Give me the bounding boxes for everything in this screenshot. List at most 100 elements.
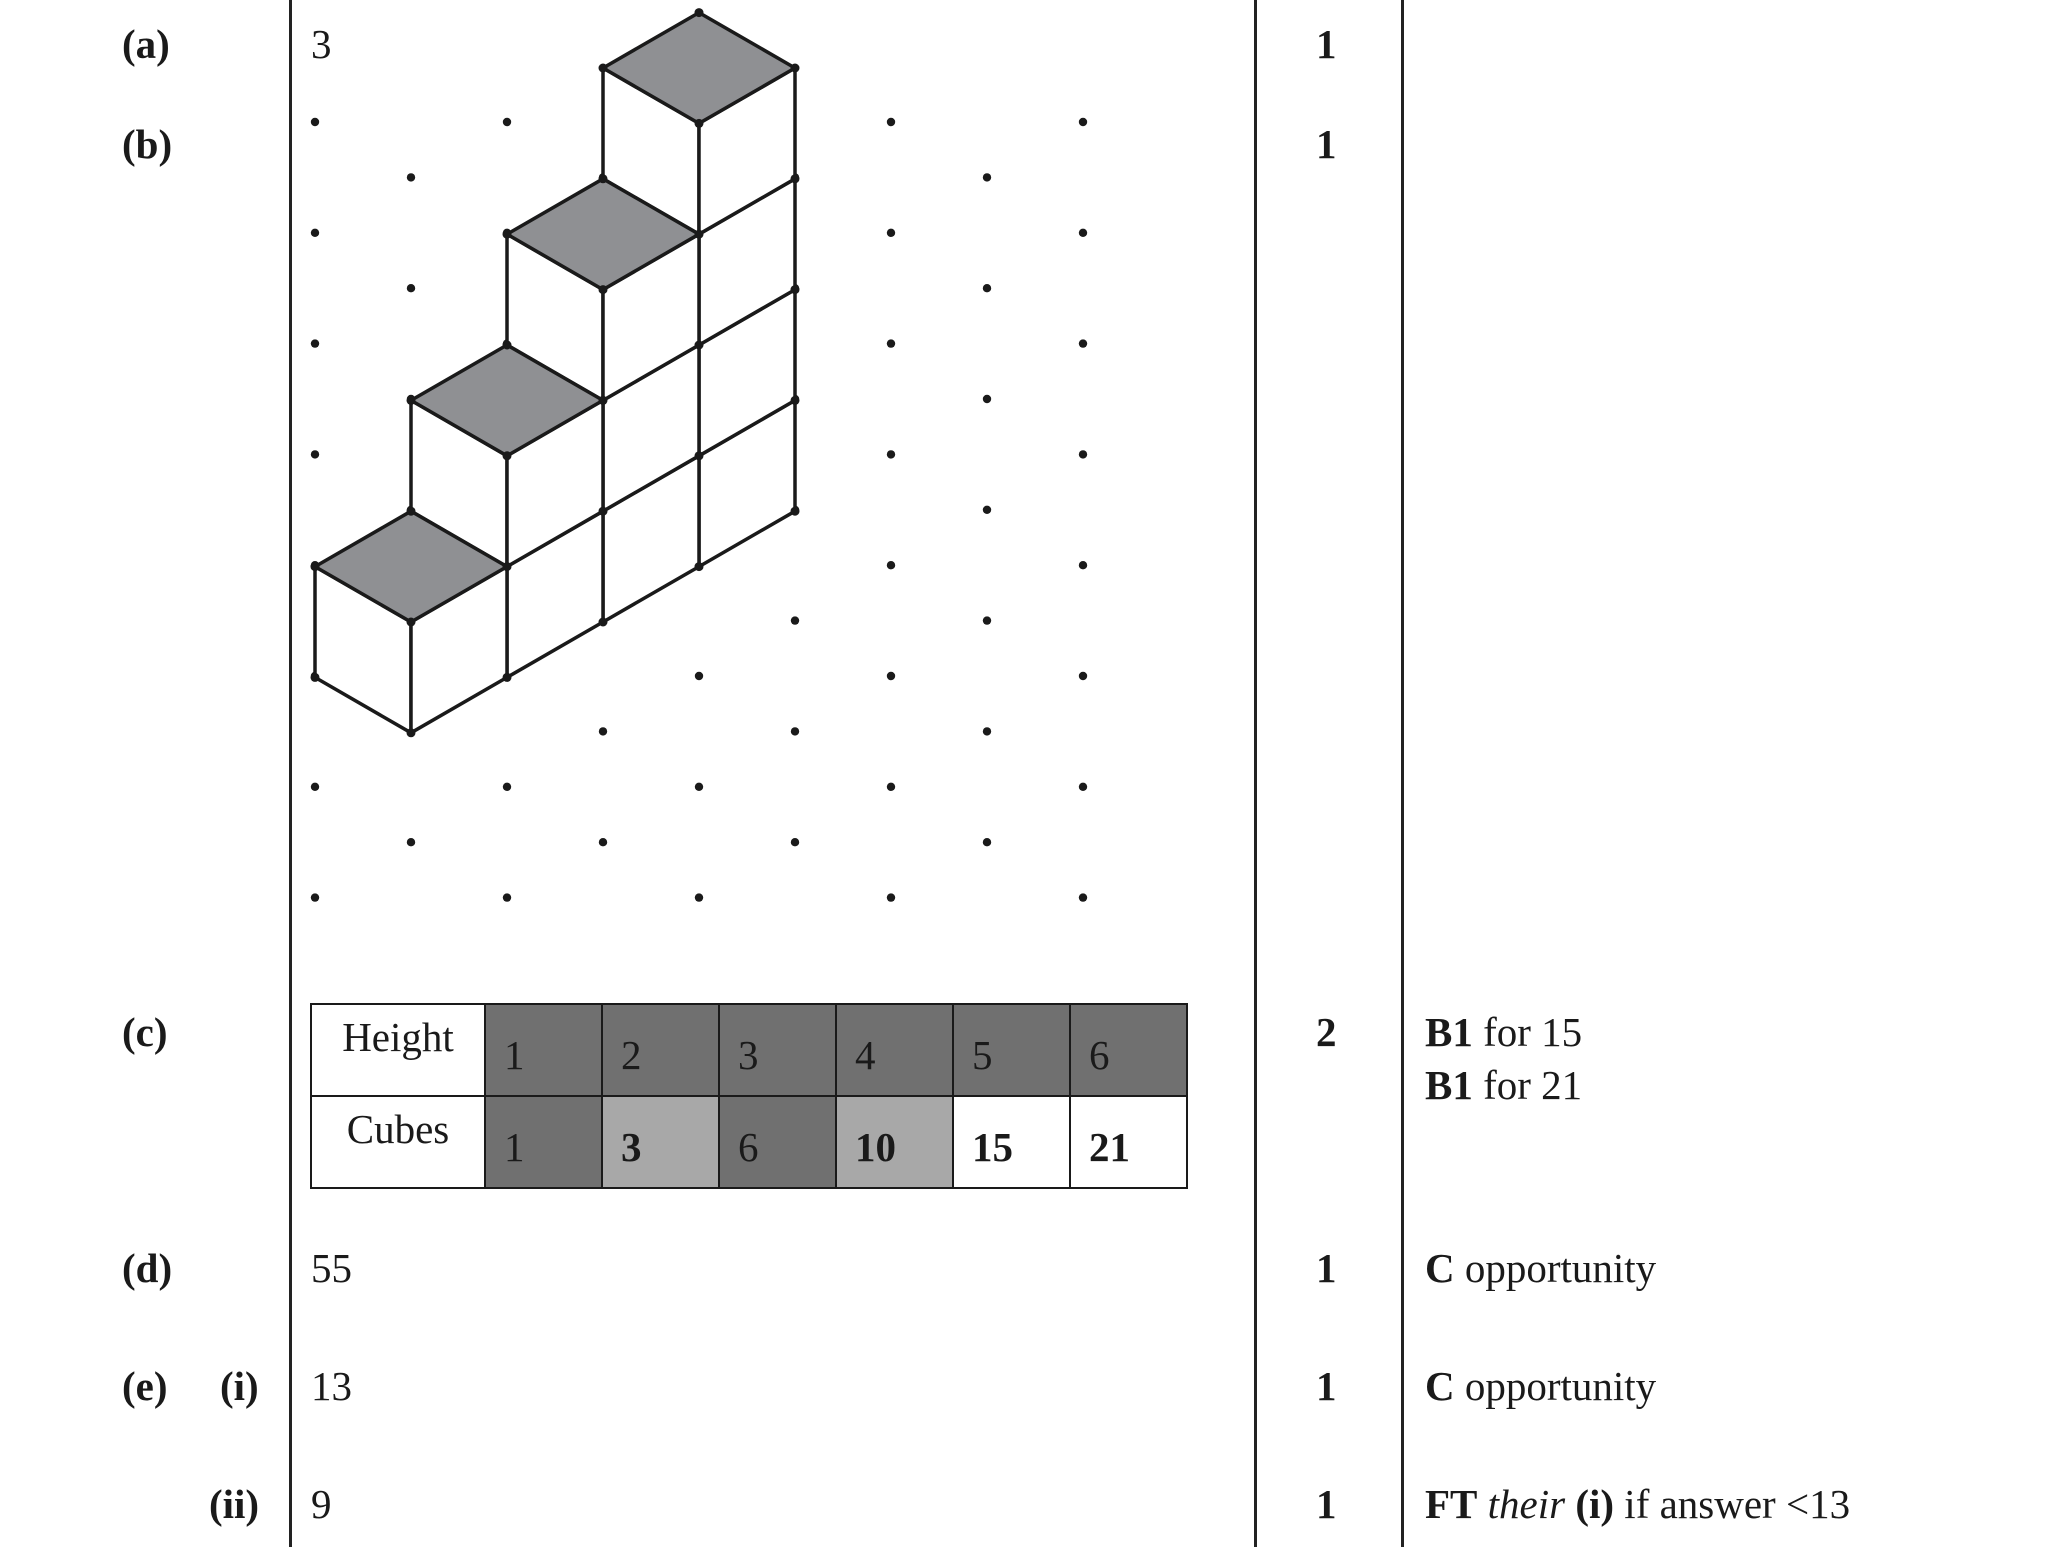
vertex-dot	[790, 174, 800, 184]
vertex-dot	[598, 506, 608, 516]
grid-dot	[406, 284, 416, 293]
part-d-label: (d)	[122, 1245, 173, 1291]
vertex-dot	[502, 340, 512, 350]
grid-dot	[310, 117, 320, 127]
grid-dot	[1078, 671, 1088, 681]
part-a-mark: 1	[1316, 21, 1337, 67]
note-text: if answer <13	[1614, 1481, 1851, 1527]
part-a-label: (a)	[122, 21, 170, 67]
grid-dot	[1078, 782, 1088, 791]
grid-dot	[310, 339, 320, 348]
grid-dot	[598, 838, 608, 847]
vertex-dot	[790, 395, 800, 405]
grid-dot	[310, 893, 320, 902]
vertex-dot	[694, 8, 704, 18]
height-row: Height 1 2 3 4 5 6	[310, 1003, 1188, 1097]
grid-dot	[310, 782, 320, 791]
grid-dot	[886, 671, 896, 681]
part-b-mark: 1	[1316, 121, 1337, 167]
grid-dot	[982, 394, 992, 404]
height-cell: 5	[952, 1003, 1071, 1097]
column-divider-left	[289, 0, 292, 1547]
part-b-label: (b)	[122, 121, 173, 167]
part-e-i-answer: 13	[311, 1363, 352, 1409]
part-c-label: (c)	[122, 1009, 168, 1055]
grid-dot	[502, 117, 512, 127]
grid-dot	[982, 505, 992, 514]
part-e-ii-mark: 1	[1316, 1481, 1337, 1527]
height-cell: 4	[835, 1003, 954, 1097]
vertex-dot	[694, 118, 704, 128]
cubes-cell-answer: 3	[601, 1095, 720, 1189]
part-e-ii-answer: 9	[311, 1481, 332, 1527]
vertex-dot	[598, 63, 608, 73]
cubes-row: Cubes 1 3 6 10 15 21	[310, 1095, 1188, 1189]
height-cell: 1	[484, 1003, 603, 1097]
grid-dot	[694, 893, 704, 902]
note-code: C	[1425, 1363, 1455, 1409]
staircase-cubes	[313, 10, 797, 735]
height-cell: 6	[1069, 1003, 1188, 1097]
part-c-mark: 2	[1316, 1009, 1337, 1055]
cubes-cell-answer: 10	[835, 1095, 954, 1189]
height-cell: 3	[718, 1003, 837, 1097]
vertex-dot	[310, 562, 320, 572]
part-e-label: (e)	[122, 1363, 168, 1409]
column-divider-mark-left	[1254, 0, 1257, 1547]
cubes-row-label: Cubes	[310, 1095, 486, 1189]
grid-dot	[982, 616, 992, 625]
note-code: C	[1425, 1245, 1455, 1291]
vertex-dot	[502, 672, 512, 682]
grid-dot	[1078, 117, 1088, 127]
vertex-dot	[598, 285, 608, 295]
vertex-dot	[598, 395, 608, 405]
vertex-dot	[694, 340, 704, 350]
part-e-i-note: C opportunity	[1425, 1366, 1656, 1407]
grid-dot	[502, 893, 512, 902]
grid-dot	[310, 450, 320, 459]
grid-dot	[886, 561, 896, 570]
grid-dot	[886, 339, 896, 348]
height-row-label: Height	[310, 1003, 486, 1097]
grid-dot	[982, 173, 992, 182]
part-d-mark: 1	[1316, 1245, 1337, 1291]
cubes-cell: 1	[484, 1095, 603, 1189]
grid-dot	[886, 893, 896, 902]
grid-dot	[886, 117, 896, 127]
part-e-i-mark: 1	[1316, 1363, 1337, 1409]
vertex-dot	[790, 285, 800, 295]
part-d-answer: 55	[311, 1245, 352, 1291]
vertex-dot	[694, 229, 704, 239]
vertex-dot	[694, 562, 704, 572]
note-code: B1	[1425, 1009, 1473, 1055]
note-text: for 21	[1472, 1062, 1583, 1108]
vertex-dot	[502, 451, 512, 461]
note-part-ref: (i)	[1575, 1481, 1615, 1527]
grid-dot	[790, 616, 800, 625]
grid-dot	[694, 782, 704, 791]
note-text: opportunity	[1454, 1363, 1657, 1409]
column-divider-mark-right	[1401, 0, 1404, 1547]
part-e-ii-label: (ii)	[209, 1481, 260, 1527]
vertex-dot	[406, 617, 416, 627]
grid-dot	[886, 228, 896, 237]
grid-dot	[982, 284, 992, 293]
grid-dot	[886, 782, 896, 791]
vertex-dot	[790, 506, 800, 516]
vertex-dot	[598, 174, 608, 184]
note-text: opportunity	[1454, 1245, 1657, 1291]
height-cubes-table: Height 1 2 3 4 5 6 Cubes 1 3 6 10 15 21	[310, 1003, 1188, 1189]
grid-dot	[1078, 450, 1088, 459]
vertex-dots	[310, 8, 800, 738]
part-d-note: C opportunity	[1425, 1248, 1656, 1289]
vertex-dot	[406, 395, 416, 405]
grid-dot	[502, 782, 512, 791]
vertex-dot	[502, 229, 512, 239]
cubes-cell: 6	[718, 1095, 837, 1189]
grid-dot	[1078, 228, 1088, 237]
cubes-cell-answer: 21	[1069, 1095, 1188, 1189]
note-their: their	[1487, 1481, 1566, 1527]
grid-dot	[982, 727, 992, 736]
grid-dot	[982, 838, 992, 847]
